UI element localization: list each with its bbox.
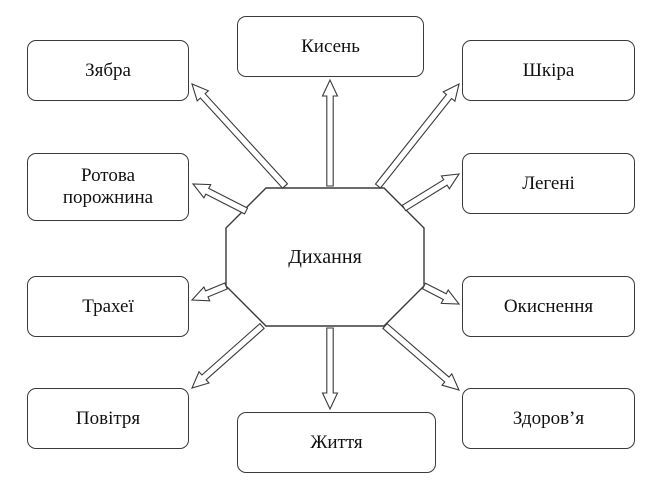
arrow-to-gills	[191, 83, 289, 189]
arrow-to-health	[382, 322, 460, 391]
node-health: Здоров’я	[462, 388, 635, 449]
arrow-to-oxidation	[421, 282, 461, 305]
node-skin: Шкіра	[462, 40, 635, 101]
node-oral-cavity-line2: порожнина	[62, 187, 154, 208]
arrow-to-air	[191, 322, 265, 389]
arrow-to-skin	[374, 82, 460, 189]
arrow-to-lungs	[401, 173, 461, 212]
arrow-to-oral-cavity	[191, 183, 249, 215]
arrow-to-life	[321, 327, 339, 411]
node-oral-cavity: Ротова порожнина	[27, 153, 189, 221]
node-oxidation: Окиснення	[462, 276, 635, 337]
node-life: Життя	[237, 412, 436, 473]
node-gills: Зябра	[27, 40, 189, 101]
node-oral-cavity-line1: Ротова	[80, 165, 136, 187]
node-lungs: Легені	[462, 153, 635, 214]
node-tracheae: Трахеї	[27, 276, 189, 337]
arrow-to-tracheae	[190, 282, 228, 302]
arrow-to-oxygen	[321, 78, 339, 187]
node-air: Повітря	[27, 388, 189, 449]
center-label-breathing: Дихання	[288, 245, 362, 268]
center-octagon	[225, 187, 425, 327]
arrow-group	[190, 78, 461, 411]
node-oxygen: Кисень	[237, 16, 424, 77]
